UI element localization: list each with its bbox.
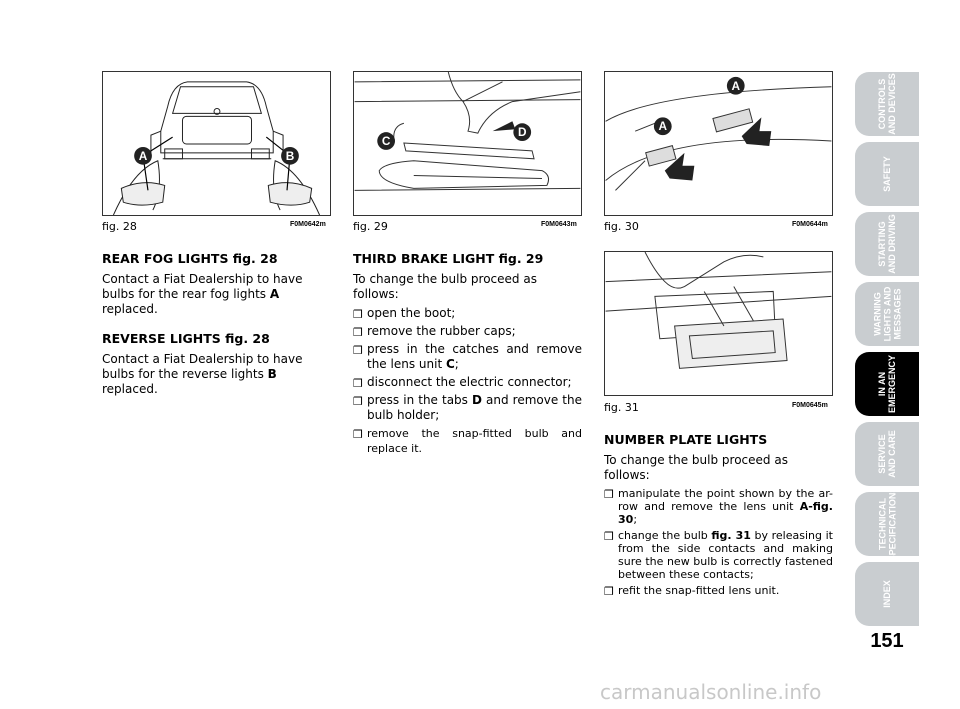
tab-label: SAFETY	[881, 156, 892, 192]
tab-controls-and-devices[interactable]: CONTROLS AND DEVICES	[855, 72, 919, 136]
rear-fog-lights-text: Contact a Fiat Dealership to have bulbs …	[102, 272, 303, 316]
fig-28-image: A B	[102, 71, 331, 216]
third-brake-light-illustration: C D	[354, 72, 581, 191]
reverse-lights-text: Contact a Fiat Dealership to have bulbs …	[102, 352, 303, 396]
checkbox-bullet-icon: ❒	[604, 585, 614, 598]
fig-30-label-a1: A	[659, 119, 668, 133]
list-item: ❒change the bulb fig. 31 by releasing it…	[604, 529, 833, 581]
number-plate-lights-steps: ❒manipulate the point shown by the ar-ro…	[604, 487, 833, 598]
page-number: 151	[870, 630, 904, 652]
checkbox-bullet-icon: ❒	[353, 344, 363, 357]
fig-31-caption: fig. 31	[604, 401, 639, 414]
checkbox-bullet-icon: ❒	[353, 428, 363, 441]
list-item: ❒disconnect the electric connector;	[353, 375, 572, 390]
tab-label: STARTING AND DRIVING	[876, 214, 897, 274]
list-item: ❒remove the snap-fitted bulb and replace…	[353, 427, 582, 455]
bulb-removal-illustration	[605, 252, 832, 369]
third-brake-light-intro: To change the bulb proceed as follows:	[353, 272, 537, 301]
fig-28-label-b: B	[286, 149, 295, 163]
number-plate-lights-heading: NUMBER PLATE LIGHTS	[604, 432, 768, 447]
fig-30-label-a2: A	[731, 79, 740, 93]
tab-label: INDEX	[881, 580, 892, 608]
rear-fog-lights-heading: REAR FOG LIGHTS fig. 28	[102, 251, 278, 266]
number-plate-lights-intro: To change the bulb proceed as follows:	[604, 453, 788, 482]
fig-28-code: F0M0642m	[290, 221, 326, 228]
tab-label: CONTROLS AND DEVICES	[876, 73, 897, 135]
column-1: REAR FOG LIGHTS fig. 28 Contact a Fiat D…	[102, 251, 331, 411]
tab-safety[interactable]: SAFETY	[855, 142, 919, 206]
number-plate-light-illustration: A A	[605, 76, 832, 191]
checkbox-bullet-icon: ❒	[353, 377, 363, 390]
fig-29-caption: fig. 29	[353, 220, 388, 233]
tab-label: IN AN EMERGENCY	[876, 354, 897, 414]
fig-29-label-d: D	[518, 125, 527, 139]
list-item: ❒refit the snap-fitted lens unit.	[604, 584, 780, 598]
checkbox-bullet-icon: ❒	[604, 530, 614, 543]
column-3: NUMBER PLATE LIGHTS To change the bulb p…	[604, 432, 833, 600]
fig-31-image	[604, 251, 833, 396]
fig-30-code: F0M0644m	[792, 221, 828, 228]
list-item: ❒press in the tabs D and remove the bulb…	[353, 393, 582, 422]
tab-warning-lights-and-messages[interactable]: WARNING LIGHTS AND MESSAGES	[855, 282, 919, 346]
tab-label: TECHNICAL SPECIFICATIONS	[877, 486, 897, 562]
third-brake-light-heading: THIRD BRAKE LIGHT fig. 29	[353, 251, 544, 266]
fig-30-image: A A	[604, 71, 833, 216]
checkbox-bullet-icon: ❒	[353, 326, 363, 339]
reverse-lights-heading: REVERSE LIGHTS fig. 28	[102, 331, 270, 346]
tab-technical-specifications[interactable]: TECHNICAL SPECIFICATIONS	[855, 487, 919, 561]
third-brake-light-steps: ❒open the boot; ❒remove the rubber caps;…	[353, 306, 582, 456]
tab-in-an-emergency[interactable]: IN AN EMERGENCY	[855, 352, 919, 416]
fig-28-caption: fig. 28	[102, 220, 137, 233]
fig-29-label-c: C	[382, 134, 391, 148]
checkbox-bullet-icon: ❒	[353, 308, 363, 321]
list-item: ❒press in the catches and remove the len…	[353, 342, 582, 371]
list-item: ❒remove the rubber caps;	[353, 324, 516, 339]
tab-starting-and-driving[interactable]: STARTING AND DRIVING	[855, 212, 919, 276]
fig-29-code: F0M0643m	[541, 221, 577, 228]
tab-label: SERVICE AND CARE	[876, 430, 897, 478]
checkbox-bullet-icon: ❒	[604, 488, 614, 501]
list-item: ❒open the boot;	[353, 306, 456, 321]
column-2: THIRD BRAKE LIGHT fig. 29 To change the …	[353, 251, 582, 459]
list-item: ❒manipulate the point shown by the ar-ro…	[604, 487, 833, 526]
checkbox-bullet-icon: ❒	[353, 395, 363, 408]
tab-label: WARNING LIGHTS AND MESSAGES	[871, 286, 902, 342]
fig-29-image: C D	[353, 71, 582, 216]
rear-car-illustration: A B	[112, 81, 321, 215]
tab-index[interactable]: INDEX	[855, 562, 919, 626]
fig-31-code: F0M0645m	[792, 402, 828, 409]
tab-service-and-care[interactable]: SERVICE AND CARE	[855, 422, 919, 486]
watermark: carmanualsonline.info	[600, 680, 822, 704]
fig-28-label-a: A	[139, 149, 148, 163]
fig-30-caption: fig. 30	[604, 220, 639, 233]
